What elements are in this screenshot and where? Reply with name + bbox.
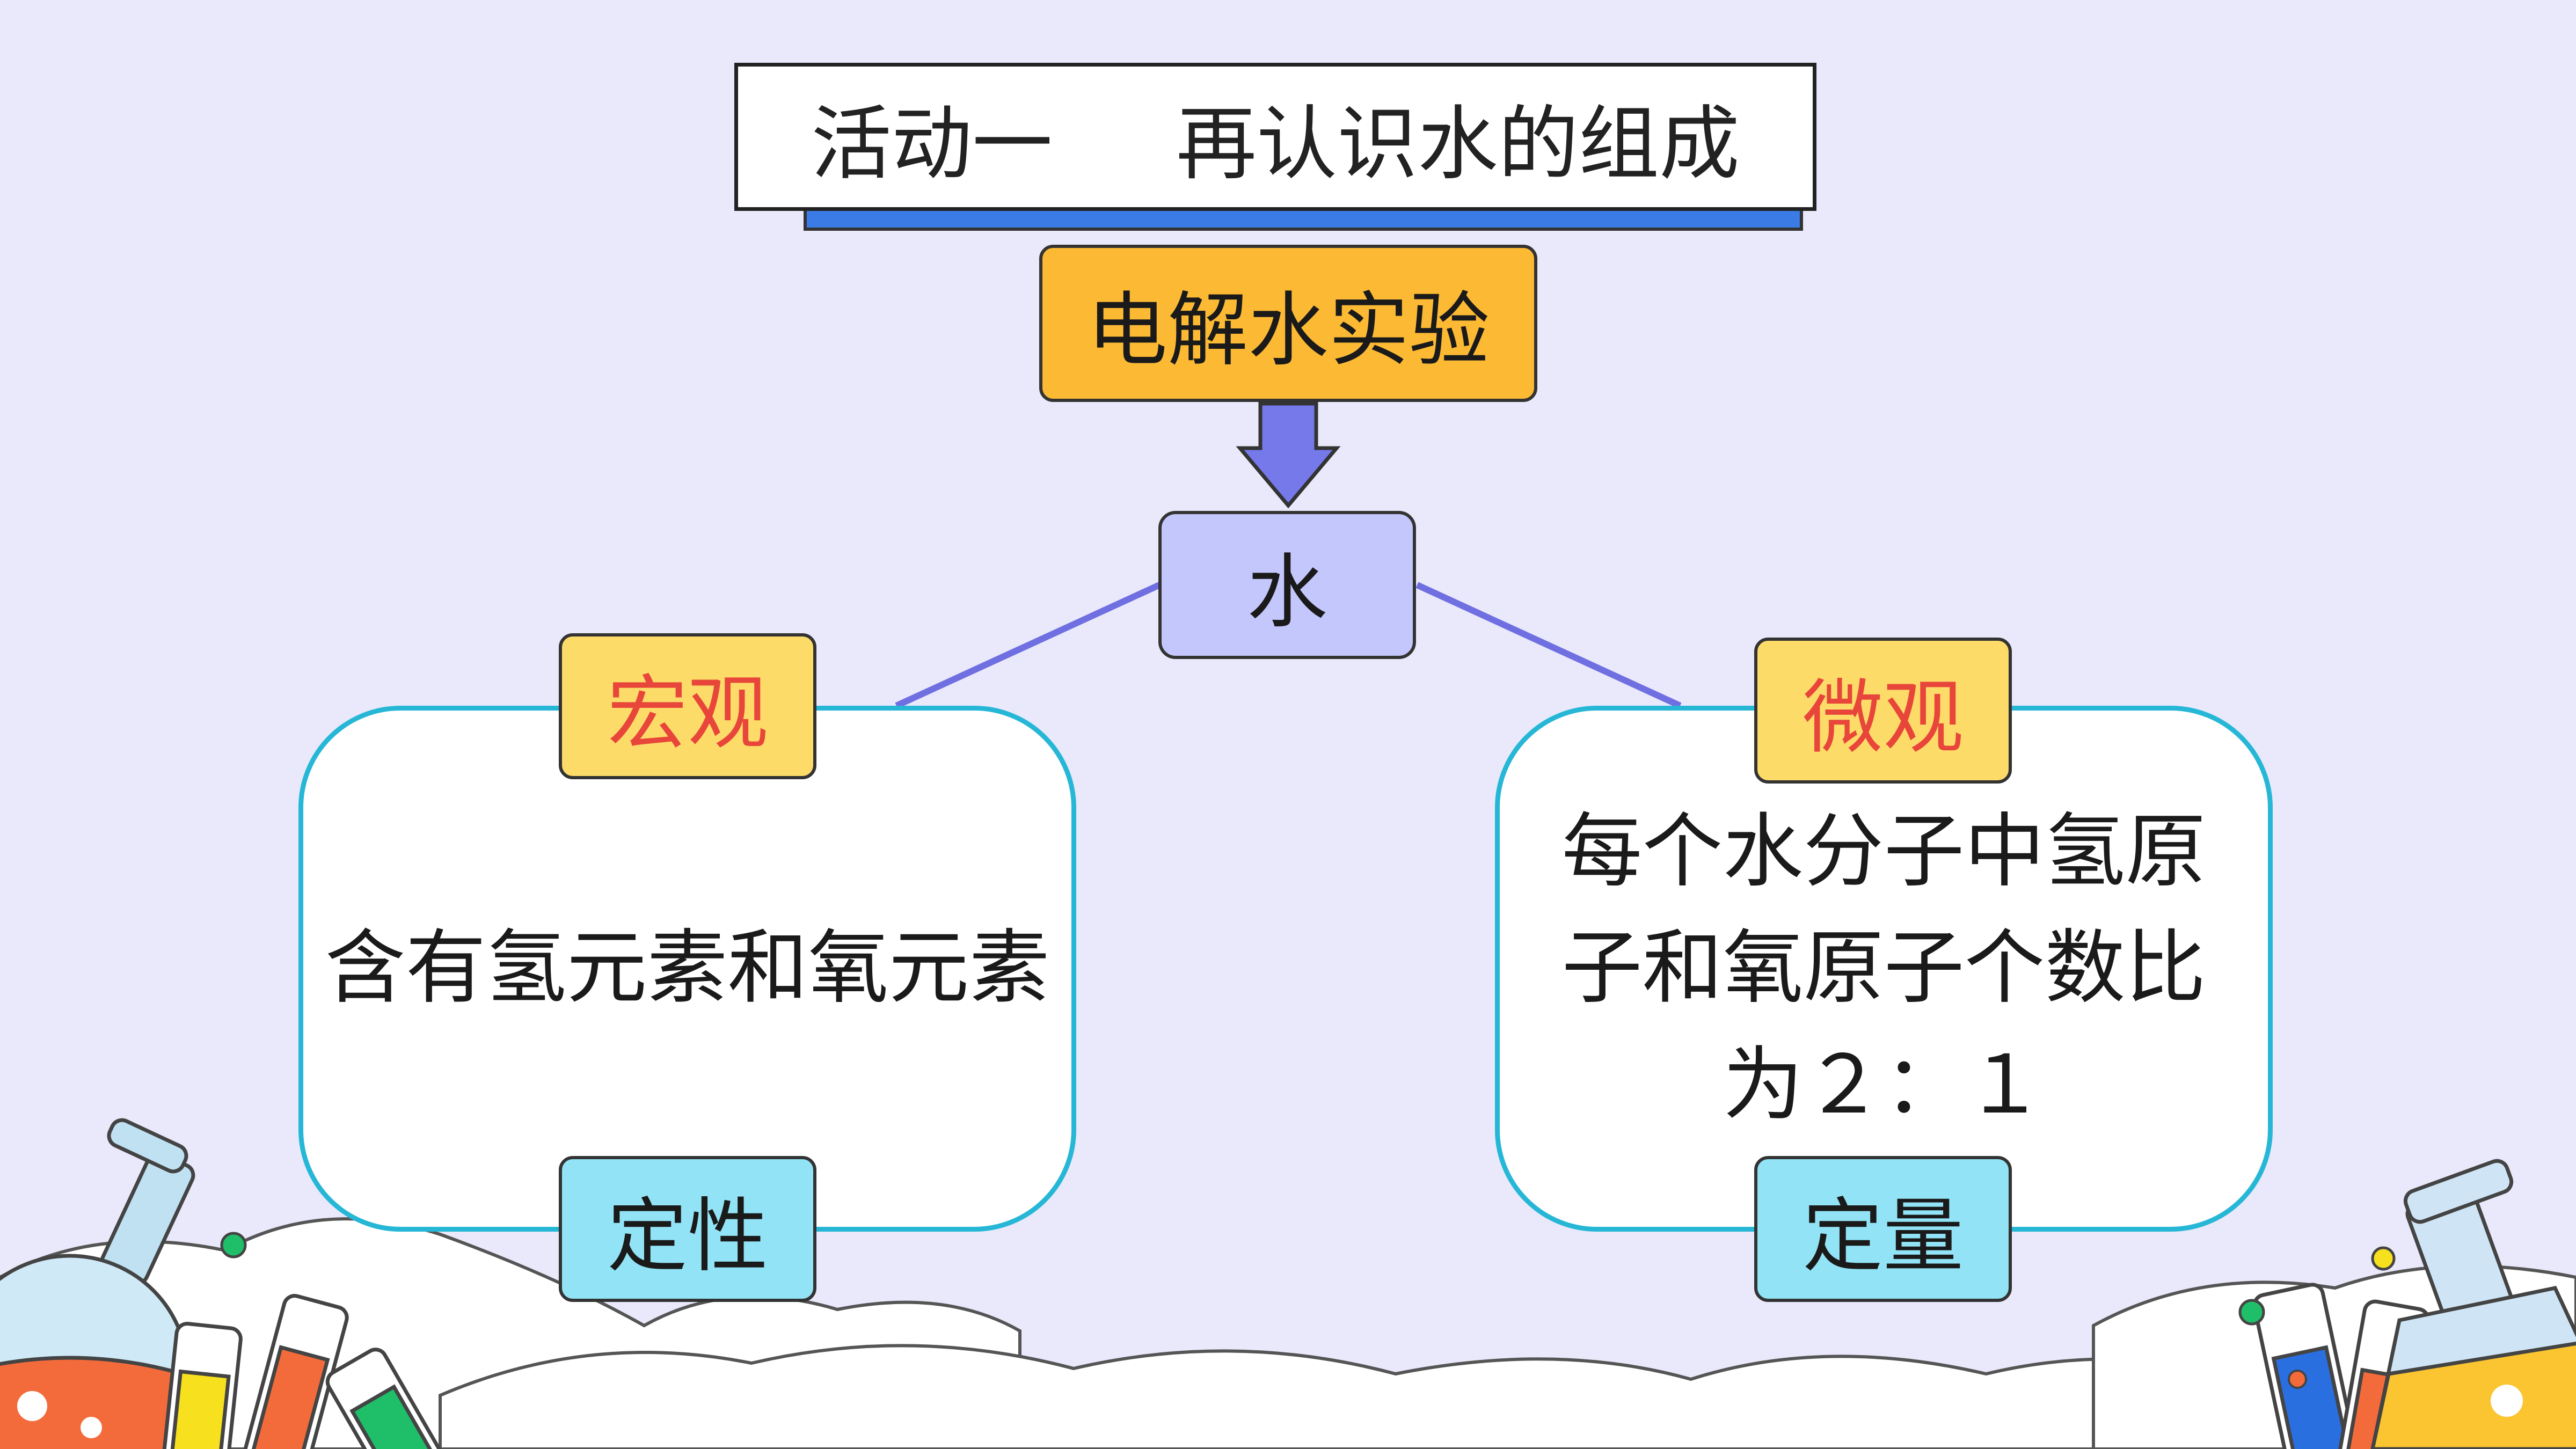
micro-tag: 微观 (1754, 638, 2012, 784)
flask-icon (0, 1118, 195, 1449)
quantitative-tag: 定量 (1754, 1156, 2012, 1302)
macro-content: 含有氢元素和氧元素 (325, 921, 1050, 1015)
qualitative-label: 定性 (607, 1189, 768, 1283)
title-topic: 再认识水的组成 (1176, 97, 1740, 191)
flask-icon (2370, 1159, 2576, 1449)
micro-line-3: 为２：１ (1723, 1038, 2045, 1132)
micro-line-2: 子和氧原子个数比 (1561, 921, 2206, 1015)
qualitative-tag: 定性 (559, 1156, 816, 1302)
title-activity: 活动一 (811, 97, 1053, 191)
dot-icon (2238, 1299, 2265, 1326)
macro-panel: 含有氢元素和氧元素 (298, 706, 1076, 1232)
dot-icon (2371, 1246, 2396, 1271)
micro-panel: 每个水分子中氢原 子和氧原子个数比 为２：１ (1495, 706, 2273, 1232)
dot-icon (220, 1232, 247, 1258)
quantitative-label: 定量 (1802, 1189, 1964, 1283)
dot-icon (2288, 1370, 2307, 1389)
test-tube-icon (160, 1294, 448, 1449)
water-node: 水 (1158, 511, 1416, 659)
micro-line-1: 每个水分子中氢原 (1561, 804, 2206, 898)
micro-label: 微观 (1802, 671, 1964, 765)
page-title: 活动一 再认识水的组成 (734, 63, 1816, 211)
experiment-label: 电解水实验 (1086, 284, 1490, 377)
macro-label: 宏观 (607, 667, 768, 760)
micro-content: 每个水分子中氢原 子和氧原子个数比 为２：１ (1561, 794, 2206, 1144)
water-label: 水 (1246, 545, 1327, 639)
macro-tag: 宏观 (559, 633, 816, 779)
experiment-box: 电解水实验 (1039, 245, 1537, 402)
